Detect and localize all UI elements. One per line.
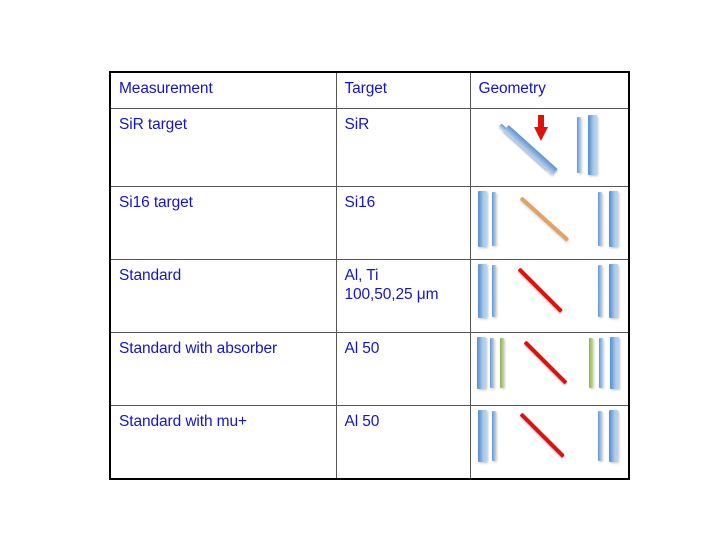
detector-bar-blue-thick	[477, 410, 487, 462]
detector-bar-blue-thin	[576, 117, 581, 173]
detector-bar-blue-thick	[587, 115, 597, 175]
detector-bar-blue-thin	[489, 338, 494, 388]
target-cell: Al 50	[335, 332, 471, 406]
header-cell-measurement: Measurement	[109, 71, 337, 109]
target-label-line-1: SiR	[344, 116, 370, 133]
measurement-label: Standard with mu+	[119, 413, 247, 430]
standard-with-absorber-geometry	[471, 333, 629, 405]
detector-bar-blue-thick	[608, 191, 618, 247]
measurement-cell: Si16 target	[109, 186, 337, 260]
si16-target-geometry	[471, 187, 629, 259]
absorber-bar-green	[499, 338, 504, 388]
detector-bar-blue-thin	[597, 265, 602, 317]
measurement-cell: SiR target	[109, 108, 337, 187]
detector-bar-blue-thick	[608, 410, 618, 462]
detector-bar-blue-thick	[608, 264, 618, 318]
measurement-cell: Standard with absorber	[109, 332, 337, 406]
header-label-target: Target	[344, 80, 388, 97]
target-label-line-2: 100,50,25 μm	[344, 286, 439, 303]
measurement-cell: Standard with mu+	[109, 405, 337, 480]
measurement-label: SiR target	[119, 116, 187, 133]
target-label-line-1: Al, Ti	[344, 267, 379, 284]
detector-bar-blue-thick	[477, 264, 487, 318]
target-label-line-1: Si16	[344, 194, 376, 211]
target-cell: SiR	[335, 108, 471, 187]
geometry-cell	[469, 259, 630, 333]
target-diagonal-red	[519, 412, 565, 458]
detector-bar-blue-thick	[477, 191, 487, 247]
detector-bar-blue-thick	[609, 337, 619, 389]
header-cell-geometry: Geometry	[469, 71, 630, 109]
target-diagonal-orange	[519, 196, 569, 242]
table-row: Standard Al, Ti 100,50,25 μm	[109, 259, 630, 333]
detector-bar-blue-thin	[597, 192, 602, 246]
target-label-line-1: Al 50	[344, 340, 380, 357]
measurement-label: Si16 target	[119, 194, 193, 211]
table-row: SiR target SiR	[109, 108, 630, 187]
detector-bar-blue-thin	[597, 411, 602, 461]
measurement-cell: Standard	[109, 259, 337, 333]
absorber-bar-green	[588, 338, 593, 388]
detector-bar-blue-thin	[491, 192, 496, 246]
target-cell: Al, Ti 100,50,25 μm	[335, 259, 471, 333]
detector-bar-blue-thin	[491, 411, 496, 461]
target-cell: Al 50	[335, 405, 471, 480]
table-row: Standard with absorber Al 50	[109, 332, 630, 406]
detector-bar-blue-thin	[598, 338, 603, 388]
geometry-cell	[469, 332, 630, 406]
geometry-cell	[469, 108, 630, 187]
table-row: Standard with mu+ Al 50	[109, 405, 630, 480]
detector-bar-blue-thick	[476, 337, 486, 389]
table-row: Si16 target Si16	[109, 186, 630, 260]
red-down-arrow-icon	[533, 115, 548, 141]
target-diagonal-red	[517, 267, 563, 313]
target-diagonal-red	[523, 340, 567, 385]
target-label-line-1: Al 50	[344, 413, 380, 430]
geometry-cell	[469, 405, 630, 480]
measurement-table: Measurement Target Geometry SiR target S…	[109, 71, 630, 480]
table-header-row: Measurement Target Geometry	[109, 71, 630, 109]
detector-bar-blue-thin	[491, 265, 496, 317]
standard-with-mu-plus-geometry	[471, 406, 629, 478]
arrow-shaft	[537, 115, 544, 129]
target-cell: Si16	[335, 186, 471, 260]
measurement-label: Standard	[119, 267, 182, 284]
standard-geometry	[471, 260, 629, 332]
header-label-geometry: Geometry	[478, 80, 546, 97]
geometry-cell	[469, 186, 630, 260]
target-diagonal-thick-bar	[502, 125, 558, 176]
measurement-label: Standard with absorber	[119, 340, 278, 357]
arrow-head	[533, 127, 548, 141]
header-label-measurement: Measurement	[119, 80, 213, 97]
sir-target-geometry	[471, 109, 629, 186]
header-cell-target: Target	[335, 71, 471, 109]
